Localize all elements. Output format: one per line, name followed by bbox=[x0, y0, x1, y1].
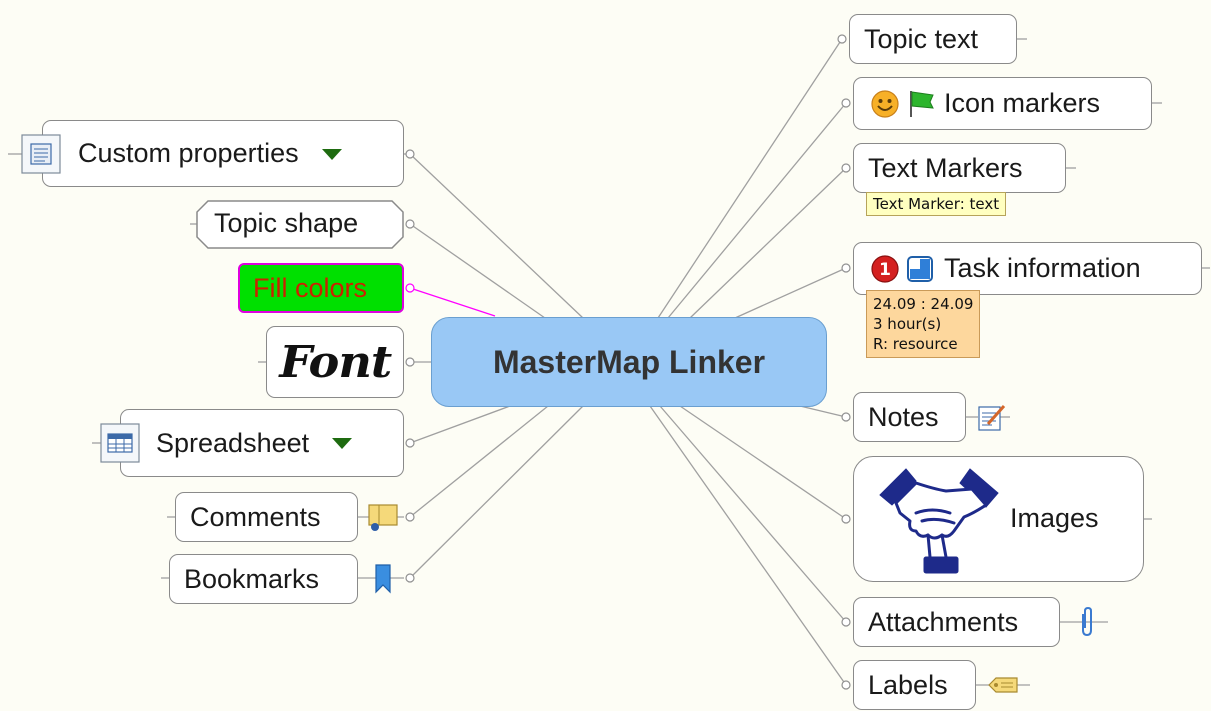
topic-labels[interactable]: Labels bbox=[853, 660, 976, 710]
topic-custom-properties-label: Custom properties bbox=[78, 138, 299, 168]
topic-images[interactable]: Images bbox=[853, 456, 1144, 582]
connector-comments bbox=[405, 512, 415, 522]
link-text-markers bbox=[689, 167, 847, 319]
link-task-information bbox=[734, 267, 847, 319]
connector-topic-text bbox=[837, 34, 847, 44]
text-marker-tag: Text Marker: text bbox=[866, 192, 1007, 216]
link-topic-text bbox=[657, 38, 843, 319]
connector-font bbox=[405, 357, 415, 367]
central-topic[interactable]: MasterMap Linker bbox=[431, 317, 827, 407]
link-images bbox=[679, 405, 847, 520]
connector-labels bbox=[841, 680, 851, 690]
topic-shape-outline bbox=[196, 200, 404, 249]
topic-task-information[interactable]: 1 Task information bbox=[853, 242, 1202, 295]
connector-images bbox=[841, 514, 851, 524]
topic-comments-label: Comments bbox=[190, 501, 321, 532]
topic-comments[interactable]: Comments bbox=[175, 492, 358, 542]
topic-attachments[interactable]: Attachments bbox=[853, 597, 1060, 647]
topic-text-markers[interactable]: Text Markers bbox=[853, 143, 1066, 193]
connector-fill-colors bbox=[405, 283, 415, 293]
flag-icon bbox=[910, 90, 934, 117]
text-marker-value: Text Marker: text bbox=[873, 195, 1000, 213]
link-labels bbox=[649, 405, 847, 686]
link-comments bbox=[409, 405, 549, 518]
topic-bookmarks-label: Bookmarks bbox=[184, 563, 320, 594]
properties-icon bbox=[21, 134, 61, 179]
topic-topic-shape[interactable]: Topic shape bbox=[196, 200, 404, 249]
link-attachments bbox=[659, 405, 847, 623]
link-topic-shape bbox=[409, 223, 556, 326]
link-spreadsheet bbox=[409, 405, 511, 444]
link-fill-colors bbox=[409, 287, 496, 317]
connector-text-markers bbox=[841, 163, 851, 173]
handshake-icon bbox=[879, 468, 999, 574]
topic-notes[interactable]: Notes bbox=[853, 392, 966, 442]
central-topic-label: MasterMap Linker bbox=[492, 343, 766, 380]
topic-labels-label: Labels bbox=[868, 669, 948, 700]
connector-notes bbox=[841, 412, 851, 422]
topic-images-label: Images bbox=[1010, 503, 1099, 533]
topic-custom-properties[interactable]: Custom properties bbox=[42, 120, 404, 187]
connector-spreadsheet bbox=[405, 438, 415, 448]
topic-icon-markers[interactable]: Icon markers bbox=[853, 77, 1152, 130]
topic-text-markers-label: Text Markers bbox=[868, 152, 1023, 183]
task-duration: 3 hour(s) bbox=[873, 315, 942, 333]
link-notes bbox=[799, 405, 847, 418]
topic-bookmarks[interactable]: Bookmarks bbox=[169, 554, 358, 604]
topic-task-information-label: Task information bbox=[944, 253, 1141, 283]
label-tag-icon bbox=[987, 676, 1019, 699]
topic-topic-text[interactable]: Topic text bbox=[849, 14, 1017, 64]
link-icon-markers bbox=[667, 102, 847, 319]
comment-icon bbox=[367, 503, 399, 538]
link-custom-properties bbox=[409, 153, 584, 319]
smiley-icon bbox=[871, 89, 899, 118]
connector-task-information bbox=[841, 263, 851, 273]
bookmark-icon bbox=[374, 564, 392, 599]
paperclip-icon bbox=[1078, 606, 1096, 643]
connector-bookmarks bbox=[405, 573, 415, 583]
progress-icon bbox=[907, 255, 933, 282]
task-resource: R: resource bbox=[873, 335, 958, 353]
connector-custom-properties bbox=[405, 149, 415, 159]
task-dates: 24.09 : 24.09 bbox=[873, 295, 974, 313]
task-details: 24.09 : 24.09 3 hour(s) R: resource bbox=[866, 290, 981, 358]
dropdown-arrow-icon[interactable] bbox=[321, 147, 343, 161]
topic-topic-text-label: Topic text bbox=[864, 23, 979, 54]
topic-font-label: Font bbox=[279, 336, 392, 388]
link-bookmarks bbox=[409, 405, 584, 579]
topic-fill-colors-label: Fill colors bbox=[253, 272, 368, 303]
connector-icon-markers bbox=[841, 98, 851, 108]
svg-text:1: 1 bbox=[879, 260, 891, 280]
topic-topic-shape-label: Topic shape bbox=[214, 208, 359, 238]
connector-attachments bbox=[841, 617, 851, 627]
topic-spreadsheet[interactable]: Spreadsheet bbox=[120, 409, 404, 477]
topic-spreadsheet-label: Spreadsheet bbox=[156, 427, 310, 458]
dropdown-arrow-icon[interactable] bbox=[331, 436, 353, 450]
connector-topic-shape bbox=[405, 219, 415, 229]
table-icon bbox=[100, 423, 140, 468]
priority-icon: 1 bbox=[871, 254, 899, 283]
topic-notes-label: Notes bbox=[868, 401, 939, 432]
topic-font[interactable]: Font bbox=[266, 326, 404, 398]
note-icon bbox=[977, 402, 1007, 437]
topic-fill-colors[interactable]: Fill colors bbox=[238, 263, 404, 313]
topic-icon-markers-label: Icon markers bbox=[944, 88, 1101, 118]
topic-attachments-label: Attachments bbox=[868, 606, 1019, 637]
